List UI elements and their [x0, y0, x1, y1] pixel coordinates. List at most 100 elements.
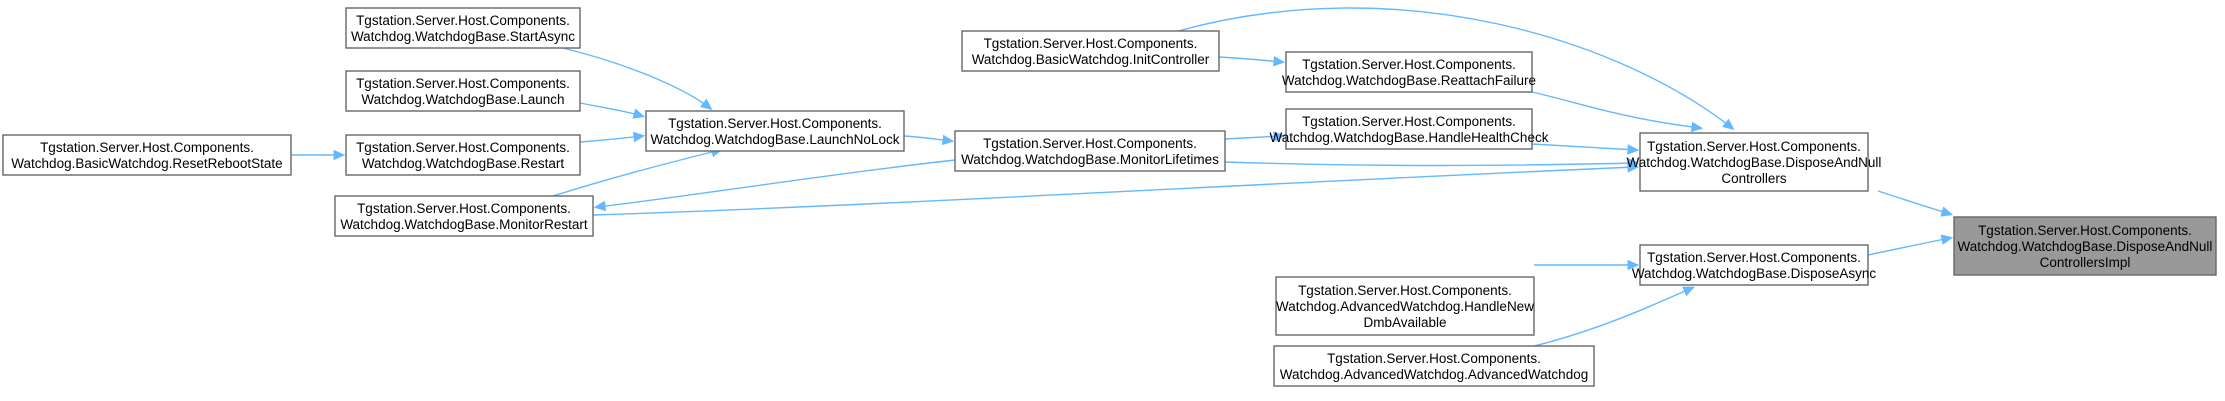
node-label-line: Watchdog.WatchdogBase.StartAsync [351, 29, 575, 44]
node-box [1639, 244, 1869, 286]
arrowhead-icon [941, 134, 955, 146]
edge-handle-health-to-dispose-null [1531, 143, 1640, 155]
edge-start-async-to-launch-nolock [562, 47, 713, 110]
node-label-line: Tgstation.Server.Host.Components. [356, 76, 570, 91]
edge-line [592, 166, 1637, 216]
edge-line [579, 102, 643, 117]
edge-line [1531, 143, 1637, 151]
node-label-line: Tgstation.Server.Host.Components. [984, 36, 1198, 51]
node-box [1639, 132, 1869, 192]
node-box [1285, 108, 1533, 150]
arrowhead-icon [1273, 131, 1286, 142]
edge-line [1218, 56, 1283, 63]
node-box [334, 195, 594, 237]
edge-launch-to-launch-nolock [579, 102, 646, 119]
node-impl[interactable]: Tgstation.Server.Host.Components.Watchdo… [1953, 216, 2217, 276]
edge-dispose-async-to-impl [1867, 234, 1954, 256]
node-dispose-null[interactable]: Tgstation.Server.Host.Components.Watchdo… [1627, 132, 1882, 192]
node-launch[interactable]: Tgstation.Server.Host.Components.Watchdo… [345, 70, 581, 112]
arrowhead-icon [593, 200, 607, 212]
node-dispose-async[interactable]: Tgstation.Server.Host.Components.Watchdo… [1632, 244, 1877, 286]
arrowhead-icon [1627, 162, 1640, 173]
node-box [1285, 51, 1533, 93]
node-box [954, 130, 1226, 172]
node-label-line: Controllers [1721, 171, 1787, 186]
node-reattach-failure[interactable]: Tgstation.Server.Host.Components.Watchdo… [1282, 51, 1536, 93]
node-label-line: ControllersImpl [2040, 255, 2131, 270]
arrowhead-icon [1682, 286, 1695, 297]
arrowhead-icon [632, 131, 646, 143]
node-label-line: Watchdog.WatchdogBase.DisposeAndNull [1958, 239, 2213, 254]
node-label-line: Tgstation.Server.Host.Components. [356, 140, 570, 155]
arrowhead-icon [632, 108, 646, 119]
node-label-line: Watchdog.AdvancedWatchdog.AdvancedWatchd… [1280, 367, 1588, 382]
node-label-line: Tgstation.Server.Host.Components. [40, 140, 254, 155]
node-label-line: Watchdog.WatchdogBase.ReattachFailure [1282, 73, 1536, 88]
node-label-line: Watchdog.WatchdogBase.Launch [361, 92, 564, 107]
edge-init-controller-to-dispose-null [1177, 7, 1735, 130]
edge-reattach-failure-to-dispose-null [1531, 91, 1704, 133]
node-box [2, 134, 292, 176]
node-start-async[interactable]: Tgstation.Server.Host.Components.Watchdo… [345, 7, 581, 49]
node-label-line: Watchdog.WatchdogBase.DisposeAsync [1632, 266, 1877, 281]
edge-reset-reboot-to-restart [291, 149, 346, 161]
node-label-line: Tgstation.Server.Host.Components. [1302, 114, 1516, 129]
arrowhead-icon [333, 149, 346, 161]
node-reset-reboot[interactable]: Tgstation.Server.Host.Components.Watchdo… [2, 134, 292, 176]
node-monitor-restart[interactable]: Tgstation.Server.Host.Components.Watchdo… [334, 195, 594, 237]
edge-advanced-ctor-to-dispose-async [1533, 286, 1695, 347]
node-box [1953, 216, 2217, 276]
edge-line [562, 47, 711, 109]
node-label-line: Watchdog.WatchdogBase.MonitorLifetimes [961, 152, 1219, 167]
node-handle-health[interactable]: Tgstation.Server.Host.Components.Watchdo… [1270, 108, 1549, 150]
edge-monitor-lifetimes-to-handle-health [1224, 131, 1286, 142]
edge-restart-to-launch-nolock [579, 131, 646, 143]
node-label-line: Watchdog.BasicWatchdog.ResetRebootState [11, 156, 282, 171]
edge-launch-nolock-to-monitor-lifetimes [903, 134, 955, 146]
node-label-line: Watchdog.BasicWatchdog.InitController [972, 52, 1210, 67]
edge-line [1867, 237, 1951, 256]
arrowhead-icon [1627, 259, 1640, 271]
node-label-line: Tgstation.Server.Host.Components. [1327, 351, 1541, 366]
arrowhead-icon [1940, 206, 1954, 217]
node-box [1275, 276, 1535, 336]
edge-line [1177, 7, 1733, 129]
node-box [345, 134, 581, 176]
node-label-line: Tgstation.Server.Host.Components. [1302, 57, 1516, 72]
node-restart[interactable]: Tgstation.Server.Host.Components.Watchdo… [345, 134, 581, 176]
edge-monitor-restart-to-dispose-null [592, 162, 1640, 216]
edge-line [552, 149, 721, 197]
edge-monitor-lifetimes-to-dispose-null [1224, 157, 1640, 169]
node-label-line: Watchdog.WatchdogBase.HandleHealthCheck [1270, 130, 1549, 145]
node-launch-nolock[interactable]: Tgstation.Server.Host.Components.Watchdo… [645, 110, 905, 152]
node-advanced-ctor[interactable]: Tgstation.Server.Host.Components.Watchdo… [1273, 345, 1595, 387]
arrowhead-icon [1273, 55, 1286, 67]
node-label-line: Tgstation.Server.Host.Components. [357, 201, 571, 216]
node-box [645, 110, 905, 152]
edge-line [1531, 91, 1701, 129]
arrowhead-icon [700, 98, 713, 110]
node-label-line: Tgstation.Server.Host.Components. [668, 116, 882, 131]
edge-monitor-lifetimes-to-monitor-restart [593, 159, 956, 212]
node-box [1273, 345, 1595, 387]
node-label-line: Watchdog.WatchdogBase.DisposeAndNull [1627, 155, 1882, 170]
node-label-line: Watchdog.WatchdogBase.Restart [362, 156, 565, 171]
arrowhead-icon [1690, 121, 1704, 133]
node-init-controller[interactable]: Tgstation.Server.Host.Components.Watchdo… [961, 30, 1220, 72]
edge-line [1224, 161, 1637, 167]
node-handle-new-dmb[interactable]: Tgstation.Server.Host.Components.Watchdo… [1275, 276, 1535, 336]
node-box [961, 30, 1220, 72]
node-label-line: Tgstation.Server.Host.Components. [1298, 283, 1512, 298]
node-label-line: DmbAvailable [1363, 315, 1446, 330]
node-label-line: Watchdog.WatchdogBase.MonitorRestart [340, 217, 588, 232]
node-label-line: Tgstation.Server.Host.Components. [1647, 250, 1861, 265]
arrowhead-icon [1940, 234, 1954, 245]
node-label-line: Watchdog.WatchdogBase.LaunchNoLock [651, 132, 900, 147]
edge-line [596, 159, 956, 208]
node-monitor-lifetimes[interactable]: Tgstation.Server.Host.Components.Watchdo… [954, 130, 1226, 172]
node-label-line: Tgstation.Server.Host.Components. [356, 13, 570, 28]
edge-dispose-null-to-impl [1877, 190, 1954, 217]
arrowhead-icon [1627, 144, 1640, 155]
edge-handle-new-dmb-to-dispose-async [1533, 259, 1640, 271]
